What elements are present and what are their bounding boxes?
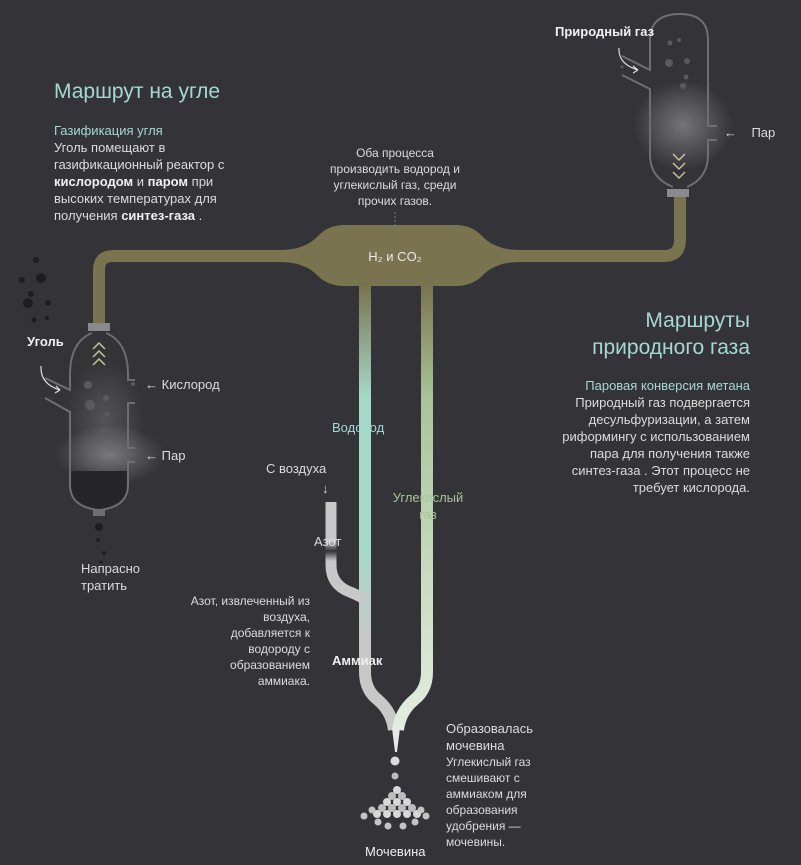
gas-reactor — [621, 12, 717, 188]
urea-granule — [378, 804, 386, 812]
urea-drop — [390, 756, 400, 766]
urea-granule — [368, 806, 376, 814]
left-arrow-icon: ← — [145, 377, 158, 392]
oxygen-input: ← Кислород — [145, 377, 220, 392]
coal-reactor-residue — [70, 471, 128, 510]
process-note: Оба процесса производить водород и углек… — [330, 146, 460, 208]
urea-granule — [403, 810, 411, 818]
syngas-chamber — [280, 225, 520, 286]
urea-description: Углекислый газ смешивают с аммиаком для … — [446, 755, 531, 849]
urea-granule — [373, 810, 381, 818]
urea-title: Образовалась мочевина — [446, 721, 533, 753]
urea-granule — [398, 792, 406, 800]
coal-reactor-cap — [88, 323, 110, 331]
coal-particles — [19, 257, 108, 576]
air-label: С воздуха — [266, 461, 327, 476]
urea-granule — [422, 812, 430, 820]
nitrogen-pipe — [325, 502, 369, 605]
nitrogen-note: Азот, извлеченный из воздуха, добавляетс… — [190, 594, 310, 688]
urea-granule — [403, 798, 411, 806]
gas-syngas-pipe — [500, 192, 686, 262]
coal-reactor-outlet — [93, 510, 105, 516]
urea-granule — [393, 798, 401, 806]
coal-steam-input: ← Пар — [145, 448, 186, 463]
urea-granule — [384, 822, 392, 830]
coal-route-title: Маршрут на угле — [54, 80, 221, 103]
syngas-chamber-label: H₂ и CO₂ — [368, 249, 422, 264]
gas-route-description: Природный газ подвергается десульфуризац… — [562, 395, 750, 495]
urea-drop — [391, 772, 399, 780]
urea-granule — [399, 822, 407, 830]
gas-route-title: Маршруты природного газа — [592, 309, 750, 359]
steam-term: паром — [147, 174, 189, 189]
oxygen-term: кислородом — [54, 174, 134, 189]
co2-pipe — [392, 286, 433, 731]
gas-feed-arrow-icon — [618, 47, 639, 74]
urea-pile — [360, 786, 430, 830]
urea-granule — [360, 812, 368, 820]
down-arrow-icon: ↓ — [322, 481, 329, 496]
urea-granule — [388, 792, 396, 800]
coal-feed-arrow-icon — [40, 365, 61, 394]
urea-granule — [393, 810, 401, 818]
urea-granule — [408, 804, 416, 812]
syngas-term: синтез-газа — [121, 208, 195, 223]
co2-label: Углекислый газ — [392, 490, 464, 522]
down-chevron-icon — [672, 153, 686, 180]
urea-granule — [374, 818, 382, 826]
coal-syngas-pipe — [93, 250, 300, 325]
urea-label: Мочевина — [365, 844, 426, 859]
coal-label: Уголь — [27, 334, 64, 349]
hydrogen-label: Водород — [332, 420, 385, 435]
hydrogen-pipe — [359, 286, 400, 731]
urea-granule — [398, 804, 406, 812]
urea-drip — [392, 728, 400, 752]
urea-granule — [383, 798, 391, 806]
waste-label: Напрасно тратить — [81, 561, 141, 593]
urea-granule — [393, 786, 401, 794]
urea-granule — [388, 804, 396, 812]
nitrogen-label: Азот — [314, 534, 342, 549]
gas-reactor-outlet — [667, 189, 689, 197]
natural-gas-label: Природный газ — [555, 24, 655, 39]
left-arrow-icon: ← — [145, 448, 158, 463]
gas-steam-input: ← Пар — [724, 125, 776, 140]
ammonia-label: Аммиак — [332, 653, 383, 668]
coal-route-description: Уголь помещают в газификационный реактор… — [54, 140, 225, 223]
urea-granule — [411, 818, 419, 826]
gas-route-subtitle: Паровая конверсия метана — [585, 378, 750, 393]
up-chevron-icon — [92, 341, 106, 366]
left-arrow-icon: ← — [724, 125, 737, 140]
urea-granule — [383, 810, 391, 818]
coal-route-subtitle: Газификация угля — [54, 123, 163, 138]
urea-granule — [417, 806, 425, 814]
